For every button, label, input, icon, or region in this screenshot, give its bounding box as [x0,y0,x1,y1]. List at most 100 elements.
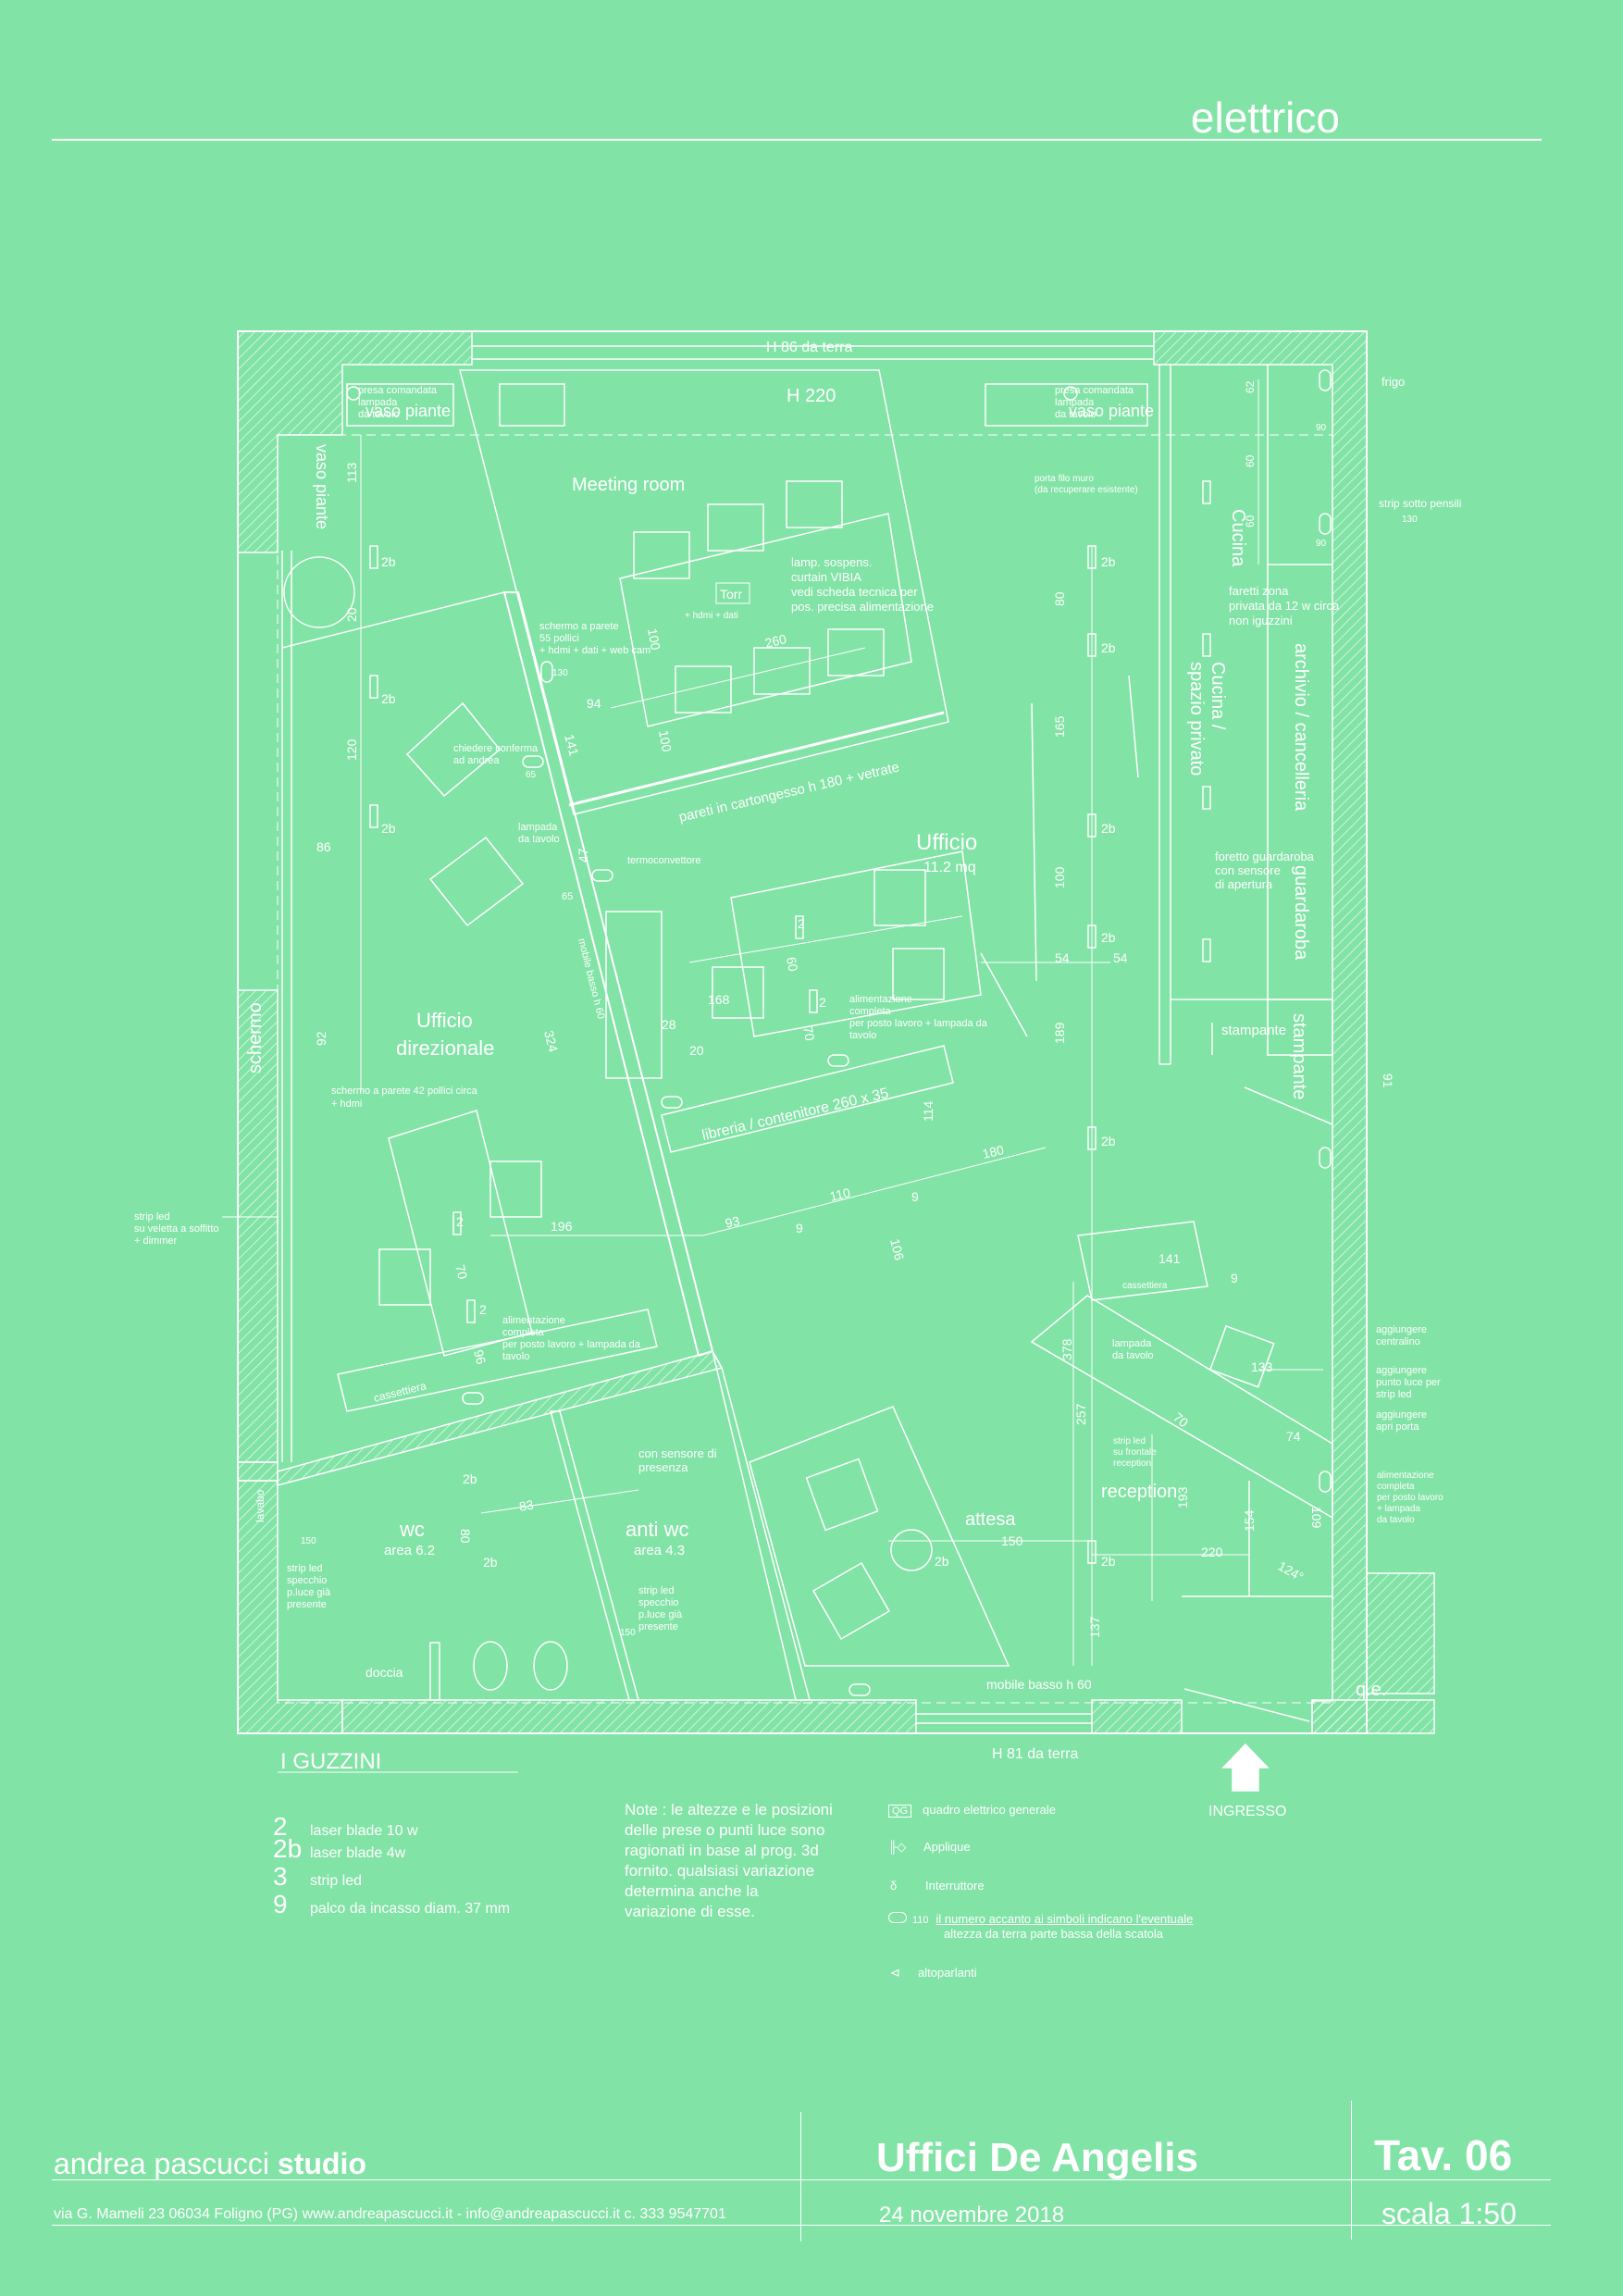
note-alim-dir-3: per posto lavoro + lampada da [502,1339,641,1350]
note-alim-dir-1: alimentazione [502,1315,565,1326]
room-antiwc: anti wc [626,1518,688,1541]
fixture-label-2b: 2b [1101,554,1116,569]
fixture-label-2: 2 [479,1302,487,1317]
fixture-label-2b: 2b [381,554,396,569]
dim-130: 130 [552,668,568,678]
dim-83: 83 [518,1496,535,1513]
dim-165: 165 [1052,715,1067,738]
note-alim-dir-2: completa [502,1327,545,1338]
note-schermo42-2: + hdmi [331,1098,362,1110]
note-alim-rec-4: + lampada [1377,1504,1420,1514]
fixture-label-2b: 2b [463,1471,477,1486]
note-sensore-2: presenza [638,1460,688,1474]
footer-rule-1 [52,2179,1551,2180]
note-lampada-rec-2: da tavolo [1112,1350,1154,1361]
legend-title: I GUZZINI [280,1749,382,1774]
note-punto-luce-2: punto luce per [1376,1377,1441,1388]
fixture-label-9: 9 [1231,1271,1238,1285]
note-apri-2: apri porta [1376,1421,1419,1433]
dim-100b: 100 [656,729,675,753]
note-strip-led-left-2: su veletta a soffitto [134,1223,219,1235]
footer-divider-2 [1351,2101,1352,2240]
note-foretto-2: con sensore [1215,863,1281,877]
dim-196: 196 [551,1219,573,1234]
note-alim-rec-1: alimentazione [1377,1471,1434,1481]
note-alim-2: completa [849,1006,892,1017]
dim-90b: 90 [1316,539,1327,549]
dim-91: 91 [1381,1074,1395,1088]
label-vaso-piante-v: vaso piante [313,444,331,529]
dim-109: 109 [1309,1507,1324,1529]
dim-74: 74 [1286,1429,1301,1444]
note-punto-luce-1: aggiungere [1376,1365,1427,1376]
note-strip-specchio-3: p.luce già [287,1587,331,1598]
dim-114: 114 [921,1100,935,1122]
dim-80b: 80 [458,1529,473,1544]
note-centralino-2: centralino [1376,1336,1420,1347]
label-stampante-small: stampante [1221,1023,1286,1038]
dim-70a: 70 [452,1263,470,1281]
dim-257: 257 [1073,1403,1088,1425]
outlet-symbols [346,369,1332,1696]
dim-150b: 150 [301,1536,316,1546]
switch-icon: δ [890,1879,898,1893]
note-presa-l-2: lampada [358,397,398,408]
fixture-label-2b: 2b [381,821,396,836]
label-vaso-piante-r: vaso piante [1069,402,1154,420]
dim-70b: 70 [800,1025,817,1042]
note-lamp-3: vedi scheda tecnica per [791,585,918,599]
dim-324: 324 [541,1029,561,1054]
label-doccia: doccia [365,1665,403,1680]
note-presa-r-3: da tavolo [1055,409,1096,420]
fixture-label-2b: 2b [483,1555,498,1570]
note-faretti-3: non iguzzini [1229,614,1293,627]
note-alim-4: tavolo [849,1030,876,1041]
note-lamp-4: pos. precisa alimentazione [791,600,934,614]
dim-94: 94 [587,696,601,711]
general-note: Note : le altezze e le posizioni delle p… [625,1801,833,1920]
note-alim-rec-3: per posto lavoro [1377,1493,1443,1503]
label-cassettiera-2: cassettiera [1122,1281,1168,1291]
symbol-outlet-desc: altezza da terra parte bassa della scato… [944,1927,1164,1941]
note-strip-front-3: reception [1113,1458,1151,1469]
studio-address: via G. Mameli 23 06034 Foligno (PG) www.… [54,2206,726,2222]
footer-divider-1 [800,2112,801,2241]
note-strip-led-left-1: strip led [134,1211,170,1222]
dim-92: 92 [314,1031,328,1046]
note-pensili-h: 130 [1402,515,1418,525]
dim-193: 193 [1175,1486,1190,1508]
project-title: Uffici De Angelis [876,2135,1198,2180]
room-attesa: attesa [965,1509,1016,1530]
dim-60c: 60 [1244,515,1257,527]
dim-65a: 65 [562,891,573,902]
note-strip-led-left-3: + dimmer [134,1235,177,1247]
room-cucina-privato-2: spazio privato [1186,662,1207,776]
dim-110: 110 [828,1185,852,1204]
note-alim-3: per posto lavoro + lampada da [849,1018,988,1029]
fixture-label-2b: 2b [1101,1554,1116,1569]
dim-154: 154 [1242,1509,1257,1532]
hatched-walls [237,330,1435,1734]
room-guardaroba: guardaroba [1291,865,1311,961]
note-lampada-rec-1: lampada [1112,1338,1152,1349]
note-strip-specchio-2: specchio [287,1575,327,1586]
room-cucina-privato-1: Cucina / [1208,662,1228,730]
note-schermo55-1: schermo a parete [539,621,619,632]
fixture-label-2: 2 [798,916,805,931]
room-wc: wc [399,1518,425,1541]
fixture-label-9: 9 [796,1221,803,1235]
room-archivio: archivio / cancelleria [1291,643,1311,812]
dim-47: 47 [576,848,590,863]
note-strip-pensili: strip sotto pensili [1379,497,1461,510]
plant-icon [283,556,355,628]
dim-168: 168 [708,992,730,1007]
note-strip-specchio-1: strip led [287,1563,323,1574]
fixture-label-2b: 2b [1101,821,1116,836]
room-direzionale-2: direzionale [396,1036,494,1060]
dim-80a: 80 [1052,591,1067,606]
note-frigo: frigo [1381,375,1405,389]
